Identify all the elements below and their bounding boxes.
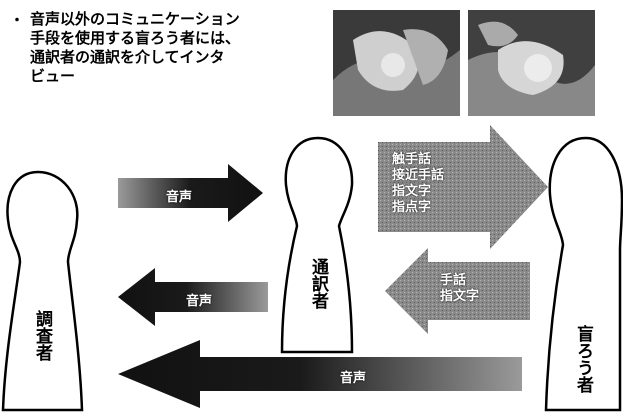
method-tactile-signing: 触手話 xyxy=(392,152,432,167)
method-fingerspelling-return: 指文字 xyxy=(440,289,480,304)
person-deafblind-outline xyxy=(544,136,623,412)
arrow-deafblind-to-investigator xyxy=(118,340,522,408)
bullet-point: ・ 音声以外のコミュニケーション 手段を使用する盲ろう者には、 通訳者の通訳を介… xyxy=(10,10,310,86)
arrow-investigator-to-interpreter xyxy=(118,164,263,222)
person-investigator-outline xyxy=(1,170,84,412)
bullet-marker: ・ xyxy=(10,13,24,29)
photo-image-2 xyxy=(468,10,595,116)
photo-tactile-signing-2 xyxy=(468,10,595,116)
label-voice-from-deafblind: 音声 xyxy=(340,371,367,386)
photo-tactile-signing-1 xyxy=(333,10,460,116)
arrow-deafblind-to-interpreter xyxy=(385,248,530,334)
bullet-text: 音声以外のコミュニケーション 手段を使用する盲ろう者には、 通訳者の通訳を介して… xyxy=(30,10,241,85)
arrow-interpreter-to-investigator xyxy=(118,268,268,326)
label-voice-to-interpreter: 音声 xyxy=(166,190,193,205)
label-investigator: 調査者 xyxy=(32,310,52,361)
methods-from-deafblind: 手話 指文字 xyxy=(440,273,479,305)
person-interpreter-outline xyxy=(280,136,354,354)
method-sign-language: 手話 xyxy=(440,273,467,288)
method-finger-braille: 指点字 xyxy=(392,200,432,215)
photo-image-1 xyxy=(333,10,460,116)
method-fingerspelling: 指文字 xyxy=(392,184,432,199)
label-voice-to-investigator: 音声 xyxy=(186,294,213,309)
method-close-signing: 接近手話 xyxy=(392,168,445,183)
methods-to-deafblind: 触手話 接近手話 指文字 指点字 xyxy=(392,152,444,216)
arrow-interpreter-to-deafblind xyxy=(378,125,548,249)
label-deafblind: 盲ろう者 xyxy=(573,325,593,393)
label-interpreter: 通訳者 xyxy=(308,258,328,309)
